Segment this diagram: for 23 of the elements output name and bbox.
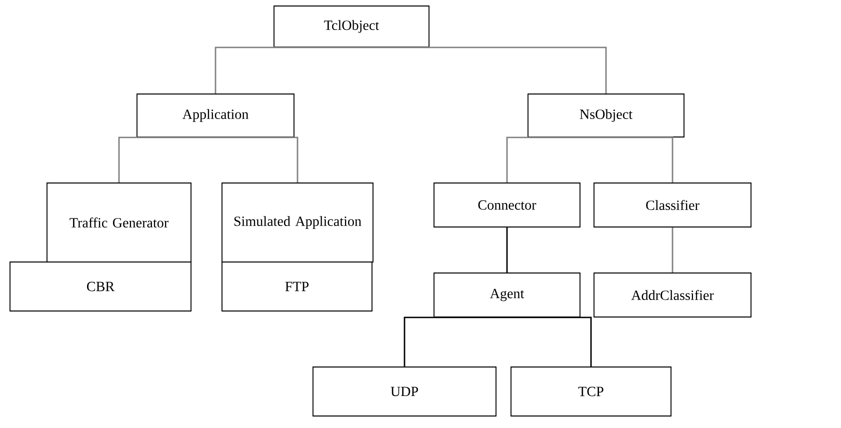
connector-line <box>118 136 216 183</box>
connector-line <box>352 46 607 94</box>
class-box: UDP <box>312 366 496 416</box>
class-box: NsObject <box>528 94 684 138</box>
connector-line <box>507 316 592 367</box>
connector-line <box>506 227 508 273</box>
connector-line <box>214 46 352 94</box>
class-box: Agent <box>434 272 580 318</box>
class-box: Connector <box>434 182 580 228</box>
class-box: TCP <box>510 366 672 416</box>
connector-line <box>506 136 606 183</box>
class-box: AddrClassifier <box>594 272 752 318</box>
connector-line <box>404 316 507 367</box>
class-box: FTP <box>222 262 372 312</box>
class-box: Simulated Application <box>222 182 374 262</box>
connector-line <box>606 136 674 183</box>
class-box: TclObject <box>274 6 430 48</box>
class-box: Application <box>136 94 294 138</box>
class-box: Classifier <box>594 182 752 228</box>
class-box: Traffic Generator <box>46 182 192 262</box>
connector-line <box>216 136 298 183</box>
class-box: CBR <box>10 262 192 312</box>
connector-line <box>672 227 674 273</box>
